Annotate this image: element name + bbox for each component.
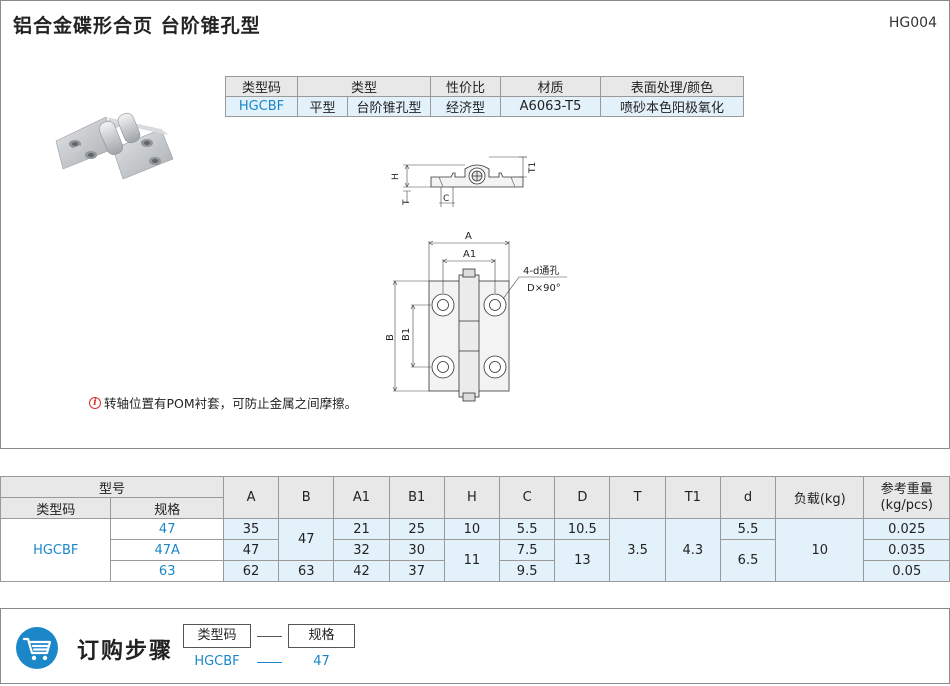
info-icon: i — [89, 396, 101, 409]
dims-header-weight: 参考重量(kg/pcs) — [863, 476, 950, 519]
cart-icon — [16, 627, 58, 669]
dim-label-t: T — [402, 199, 412, 206]
spec-header-material: 材质 — [500, 76, 601, 97]
dims-a1: 42 — [333, 560, 390, 582]
dims-b: 47 — [278, 518, 335, 561]
hole-callout-line2: D×90° — [527, 283, 561, 294]
spec-type-code: HGCBF — [225, 96, 298, 117]
hinge-photo — [55, 112, 174, 180]
dims-spec: 47 — [110, 518, 224, 540]
table-row: 47A 47 32 30 11 7.5 13 6.5 0.035 — [1, 539, 950, 582]
dims-t1: 4.3 — [664, 518, 721, 582]
spec-type-a: 平型 — [297, 96, 348, 117]
order-label-spec: 规格 — [288, 624, 355, 648]
hole-callout-line1: 4-d通孔 — [523, 265, 559, 277]
dims-header-d: D — [554, 476, 611, 519]
order-example-spec: 47 — [313, 654, 330, 669]
dims-c: 5.5 — [499, 518, 556, 540]
dims-spec: 63 — [110, 560, 224, 582]
spec-type-b: 台阶锥孔型 — [347, 96, 431, 117]
spec-material: A6063-T5 — [500, 96, 601, 117]
spec-finish: 喷砂本色阳极氧化 — [600, 96, 744, 117]
product-code: HG004 — [888, 15, 937, 31]
dim-label-c: C — [443, 194, 449, 204]
dims-b1: 25 — [388, 518, 445, 540]
dims-h: 10 — [443, 518, 501, 540]
order-label-type: 类型码 — [183, 624, 251, 648]
dims-d: 13 — [554, 539, 611, 582]
dims-d: 10.5 — [554, 518, 611, 540]
dims-header-a1: A1 — [333, 476, 390, 519]
dims-weight: 0.025 — [863, 518, 950, 540]
dims-header-d-small: d — [719, 476, 777, 519]
dims-header-h: H — [443, 476, 501, 519]
order-divider — [257, 636, 282, 637]
dims-weight: 0.05 — [863, 560, 950, 582]
order-title: 订购步骤 — [77, 639, 174, 664]
dims-d-small: 6.5 — [719, 539, 777, 582]
dims-type-code: HGCBF — [0, 518, 112, 582]
dims-a1: 32 — [333, 539, 390, 561]
dim-label-a1: A1 — [463, 249, 476, 260]
product-panel: 铝合金碟形合页 台阶锥孔型 HG004 类型码 类型 性价比 材质 — [0, 0, 950, 449]
dims-header-b1: B1 — [388, 476, 445, 519]
dims-a: 62 — [222, 560, 280, 582]
usage-note: i 转轴位置有POM衬套，可防止金属之间摩擦。 — [89, 393, 357, 412]
dims-header-spec: 规格 — [110, 497, 224, 519]
dims-header-model: 型号 — [0, 476, 224, 498]
dims-t: 3.5 — [609, 518, 666, 582]
spec-table: 类型码 类型 性价比 材质 表面处理/颜色 HGCBF 平型 台阶锥孔型 经济型… — [225, 76, 744, 117]
dims-a1: 21 — [333, 518, 390, 540]
spec-header-type-code: 类型码 — [225, 76, 298, 97]
dims-spec: 47A — [110, 539, 224, 561]
dims-header-type-code: 类型码 — [0, 497, 112, 519]
dims-a: 47 — [222, 539, 280, 561]
dims-header-a: A — [222, 476, 280, 519]
spec-header-value: 性价比 — [430, 76, 501, 97]
spec-value: 经济型 — [430, 96, 501, 117]
table-row: HGCBF 47 35 47 21 25 10 5.5 10.5 3.5 4.3… — [0, 518, 950, 582]
dims-h: 11 — [443, 539, 501, 582]
dims-d-small: 5.5 — [719, 518, 777, 540]
page-title: 铝合金碟形合页 台阶锥孔型 — [13, 15, 261, 37]
dims-b: 63 — [278, 560, 335, 582]
dims-header-load: 负载(kg) — [775, 476, 865, 519]
order-example-divider — [257, 662, 282, 663]
dims-b1: 37 — [388, 560, 445, 582]
dims-b1: 30 — [388, 539, 445, 561]
spec-header-finish: 表面处理/颜色 — [600, 76, 744, 97]
dims-header-b: B — [278, 476, 335, 519]
dim-label-t1: T1 — [528, 162, 538, 174]
dim-label-b1: B1 — [401, 328, 412, 341]
dim-label-a: A — [465, 231, 472, 242]
dim-label-h: H — [391, 173, 401, 180]
dims-header-c: C — [499, 476, 556, 519]
dimension-table: 型号 A B A1 B1 H C D T T1 d 负载(kg) 参考重量(kg… — [0, 476, 950, 582]
usage-note-text: 转轴位置有POM衬套，可防止金属之间摩擦。 — [104, 396, 358, 411]
dims-c: 9.5 — [499, 560, 556, 582]
table-row: 63 62 63 42 37 9.5 0.05 — [1, 560, 950, 582]
dim-label-b: B — [385, 334, 396, 341]
dims-c: 7.5 — [499, 539, 556, 561]
dims-a: 35 — [222, 518, 280, 540]
order-example-type: HGCBF — [194, 654, 240, 669]
spec-header-type: 类型 — [297, 76, 431, 97]
order-steps-panel: 订购步骤 类型码 规格 HGCBF 47 — [0, 608, 950, 684]
dims-weight: 0.035 — [863, 539, 950, 561]
side-view-drawing: H T C T1 — [391, 156, 538, 207]
dims-header-t: T — [609, 476, 666, 519]
front-view-drawing: A A1 B B1 4-d通孔 D×90° — [385, 231, 567, 402]
dims-header-t1: T1 — [664, 476, 721, 519]
dims-load: 10 — [775, 518, 865, 582]
